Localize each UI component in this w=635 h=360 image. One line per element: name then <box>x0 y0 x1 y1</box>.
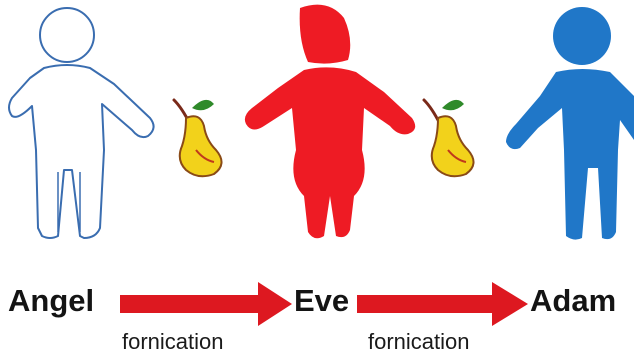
angel-figure <box>8 7 155 239</box>
arrow-angel-to-eve <box>120 282 292 326</box>
pear-icon <box>172 98 223 178</box>
node-label-angel: Angel <box>8 283 95 318</box>
eve-figure <box>244 4 416 239</box>
node-label-eve: Eve <box>294 283 350 318</box>
edge-label-angel-eve: fornication <box>122 329 224 354</box>
adam-figure <box>506 7 634 240</box>
pear-icon <box>422 98 475 178</box>
arrow-eve-to-adam <box>357 282 528 326</box>
node-label-adam: Adam <box>530 283 617 318</box>
edge-label-eve-adam: fornication <box>368 329 470 354</box>
